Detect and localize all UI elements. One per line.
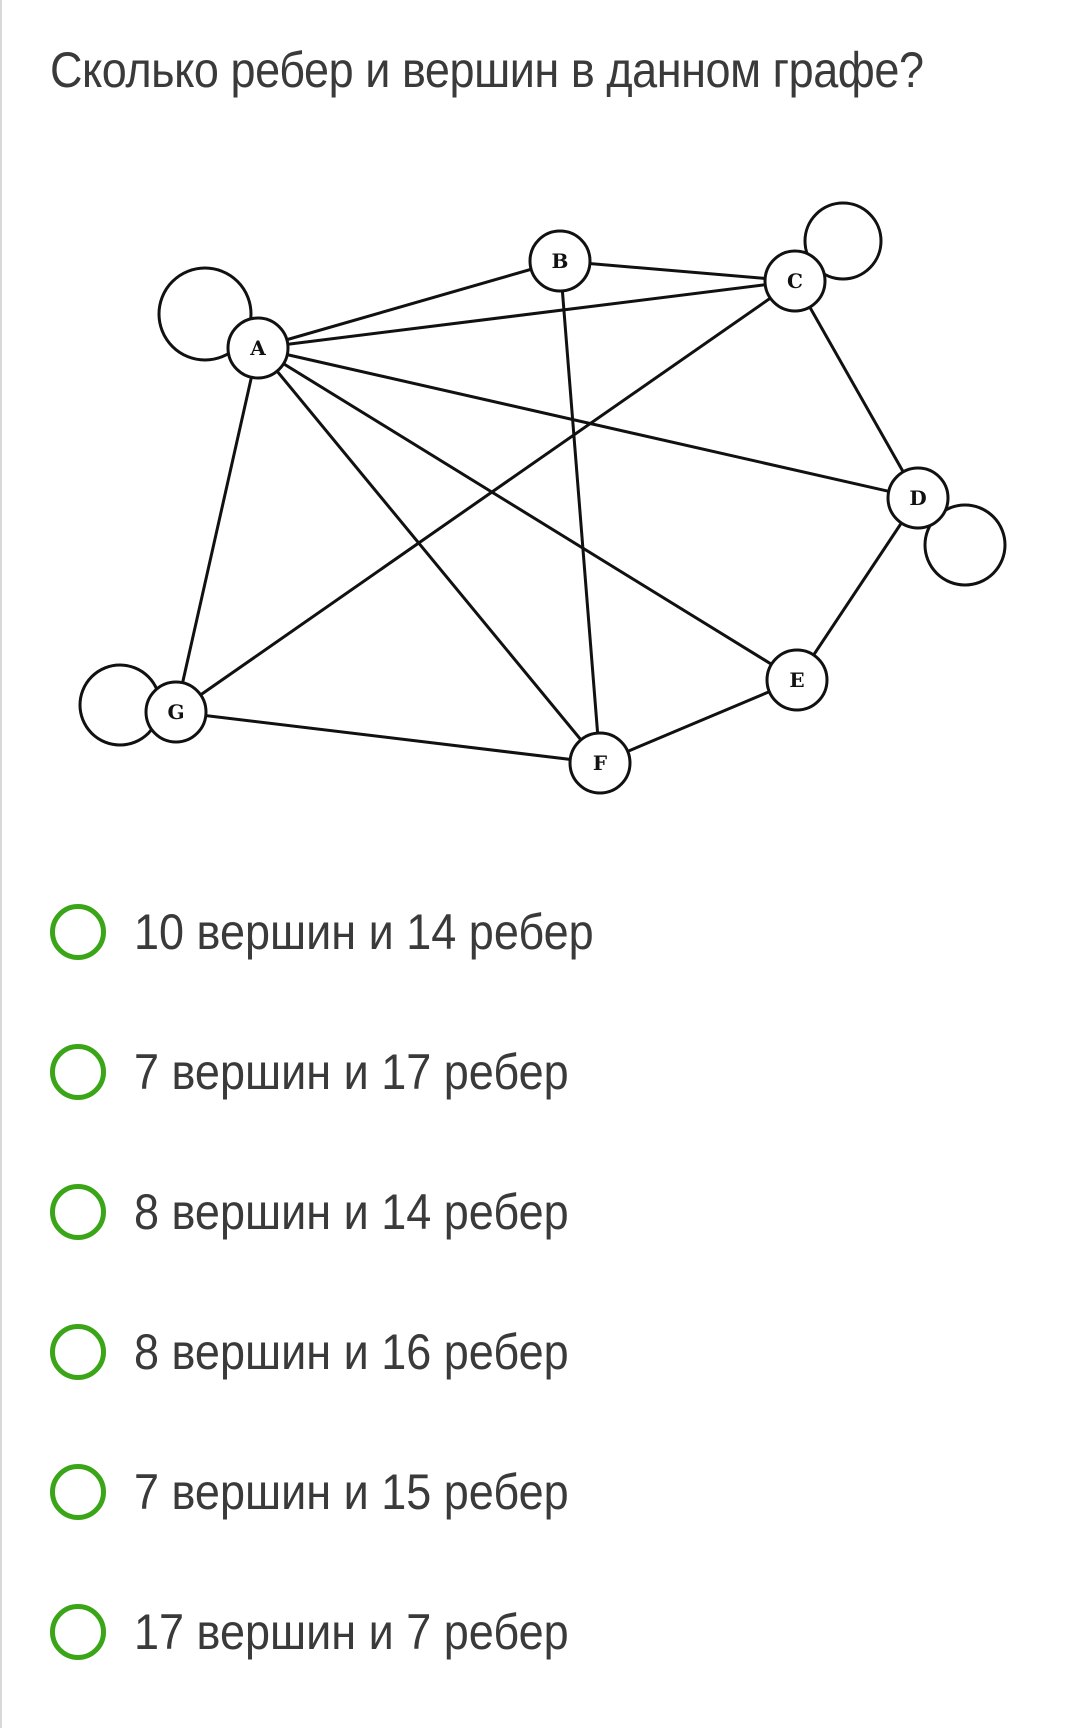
answer-option-2[interactable]: 7 вершин и 17 ребер bbox=[0, 1002, 1080, 1142]
graph-edge-g-c bbox=[175, 279, 796, 714]
answer-option-5[interactable]: 7 вершин и 15 ребер bbox=[0, 1422, 1080, 1562]
graph-edge-a-g bbox=[174, 347, 260, 713]
graph-node-label: E bbox=[789, 668, 804, 692]
graph-node-circle bbox=[226, 316, 290, 380]
answer-options-list: 10 вершин и 14 ребер 7 вершин и 17 ребер… bbox=[0, 862, 1080, 1702]
graph-node-circle bbox=[568, 731, 632, 795]
graph-loop-d bbox=[923, 503, 1007, 587]
answer-option-label: 7 вершин и 17 ребер bbox=[134, 1044, 569, 1100]
radio-button-icon[interactable] bbox=[50, 1604, 106, 1660]
graph-node-label: B bbox=[552, 249, 569, 273]
answer-option-label: 8 вершин и 14 ребер bbox=[134, 1184, 569, 1240]
radio-button-icon[interactable] bbox=[50, 1324, 106, 1380]
graph-node-label: F bbox=[593, 751, 607, 775]
graph-edges bbox=[174, 259, 920, 765]
graph-node-circle bbox=[765, 648, 829, 712]
graph-edge-a-e bbox=[257, 346, 798, 682]
graph-node-d: D bbox=[886, 466, 950, 530]
graph-node-label: A bbox=[249, 336, 266, 360]
answer-option-label: 17 вершин и 7 ребер bbox=[134, 1604, 569, 1660]
graph-node-label: G bbox=[167, 700, 184, 724]
radio-button-icon[interactable] bbox=[50, 1044, 106, 1100]
graph-edge-b-c bbox=[559, 259, 796, 283]
graph-edge-a-c bbox=[257, 279, 796, 350]
graph-node-g: G bbox=[144, 680, 208, 744]
graph-node-circle bbox=[763, 249, 827, 313]
graph-node-label: D bbox=[909, 486, 926, 510]
graph-edge-a-b bbox=[257, 259, 561, 350]
graph-loops bbox=[78, 201, 1007, 747]
graph-node-a: A bbox=[226, 316, 290, 380]
answer-option-3[interactable]: 8 вершин и 14 ребер bbox=[0, 1142, 1080, 1282]
graph-nodes: A B C D E F G bbox=[144, 229, 950, 795]
graph-node-circle bbox=[144, 680, 208, 744]
answer-option-label: 10 вершин и 14 ребер bbox=[134, 904, 594, 960]
answer-option-6[interactable]: 17 вершин и 7 ребер bbox=[0, 1562, 1080, 1702]
graph-node-c: C bbox=[763, 249, 827, 313]
graph-node-e: E bbox=[765, 648, 829, 712]
graph-edge-f-g bbox=[175, 710, 601, 765]
answer-option-label: 7 вершин и 15 ребер bbox=[134, 1464, 569, 1520]
graph-node-label: C bbox=[787, 269, 803, 293]
left-edge-divider bbox=[0, 0, 2, 1728]
radio-button-icon[interactable] bbox=[50, 1464, 106, 1520]
graph-node-f: F bbox=[568, 731, 632, 795]
question-text: Сколько ребер и вершин в данном графе? bbox=[50, 42, 924, 98]
graph-node-circle bbox=[886, 466, 950, 530]
radio-button-icon[interactable] bbox=[50, 1184, 106, 1240]
graph-edge-d-e bbox=[795, 497, 920, 681]
answer-option-label: 8 вершин и 16 ребер bbox=[134, 1324, 569, 1380]
graph-loop-c bbox=[803, 201, 883, 281]
graph-node-circle bbox=[528, 229, 592, 293]
graph-edge-e-f bbox=[599, 678, 798, 765]
graph-diagram: A B C D E F G bbox=[78, 201, 1007, 795]
radio-button-icon[interactable] bbox=[50, 904, 106, 960]
graph-loop-a bbox=[157, 266, 253, 362]
answer-option-1[interactable]: 10 вершин и 14 ребер bbox=[0, 862, 1080, 1002]
graph-edge-c-d bbox=[793, 280, 920, 499]
answer-option-4[interactable]: 8 вершин и 16 ребер bbox=[0, 1282, 1080, 1422]
graph-node-b: B bbox=[528, 229, 592, 293]
graph-edge-b-f bbox=[558, 260, 602, 764]
graph-edge-a-d bbox=[257, 346, 919, 500]
graph-edge-a-f bbox=[256, 347, 602, 764]
